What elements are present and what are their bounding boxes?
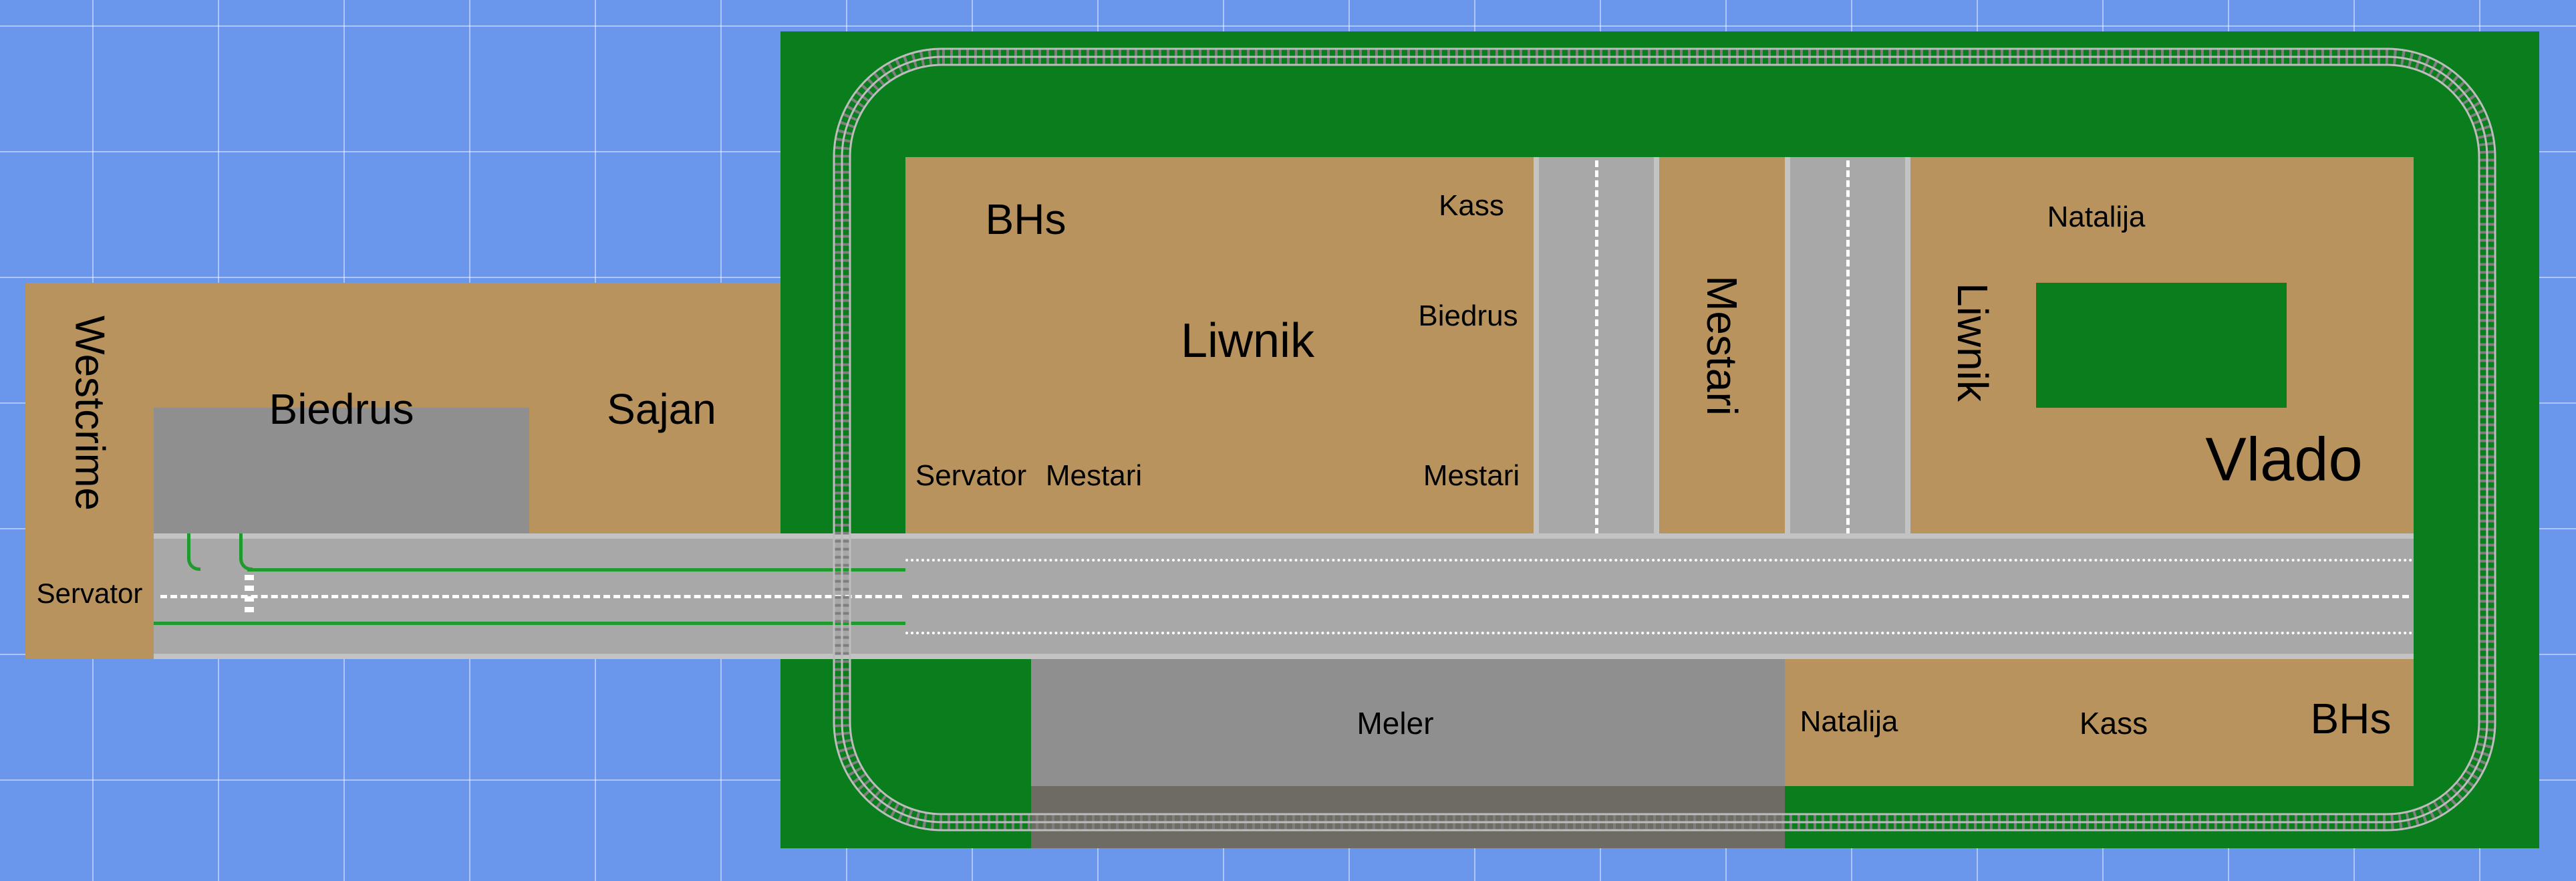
rail-outer <box>833 47 2496 832</box>
plot-top-left-block[interactable] <box>905 157 1534 533</box>
plot-bottom-right-block[interactable] <box>1785 659 2414 786</box>
north-road-1-centerline <box>1595 160 1598 535</box>
label-mestari-top-right: Mestari <box>1423 459 1520 492</box>
label-biedrus-west: Biedrus <box>269 385 414 433</box>
plot-bottom-gray[interactable] <box>1031 659 1785 786</box>
label-meler: Meler <box>1356 706 1434 741</box>
label-mestari-strip: Mestari <box>1698 275 1746 416</box>
label-biedrus-top: Biedrus <box>1418 299 1518 332</box>
label-natalija-top: Natalija <box>2047 201 2146 233</box>
label-kass-bottom: Kass <box>2079 706 2148 741</box>
label-liwnik-center: Liwnik <box>1180 314 1315 368</box>
label-bhs-top: BHs <box>985 195 1066 243</box>
label-servator-top: Servator <box>915 459 1027 492</box>
label-servator-west: Servator <box>36 578 143 609</box>
label-bhs-bottom: BHs <box>2310 695 2392 743</box>
tram-curve-1 <box>187 533 200 571</box>
plot-top-right-park[interactable] <box>2036 283 2287 408</box>
label-natalija-bottom: Natalija <box>1800 705 1898 738</box>
label-sajan: Sajan <box>607 385 716 433</box>
tram-track-icon <box>247 568 905 572</box>
plot-middle-strip[interactable] <box>1659 157 1785 533</box>
label-vlado: Vlado <box>2205 425 2363 494</box>
plot-west-gray[interactable] <box>154 408 529 534</box>
west-road-centerline <box>160 595 902 598</box>
rail-inner <box>841 55 2488 824</box>
label-liwnik-vertical: Liwnik <box>1949 283 1997 402</box>
label-westcrime: Westcrime <box>66 316 113 511</box>
label-kass-top: Kass <box>1439 189 1504 222</box>
tram-curve-2 <box>239 533 253 571</box>
crosswalk-icon <box>245 575 254 615</box>
main-road-edge-top <box>905 559 2414 561</box>
rail-inner-2 <box>849 64 2480 815</box>
north-road-2-centerline <box>1846 160 1850 535</box>
tram-track-icon <box>154 622 905 625</box>
plot-west-strip[interactable] <box>25 283 154 659</box>
label-mestari-top-left: Mestari <box>1045 459 1143 492</box>
main-road-edge-bottom <box>905 632 2414 634</box>
main-road-centerline <box>912 595 2409 598</box>
